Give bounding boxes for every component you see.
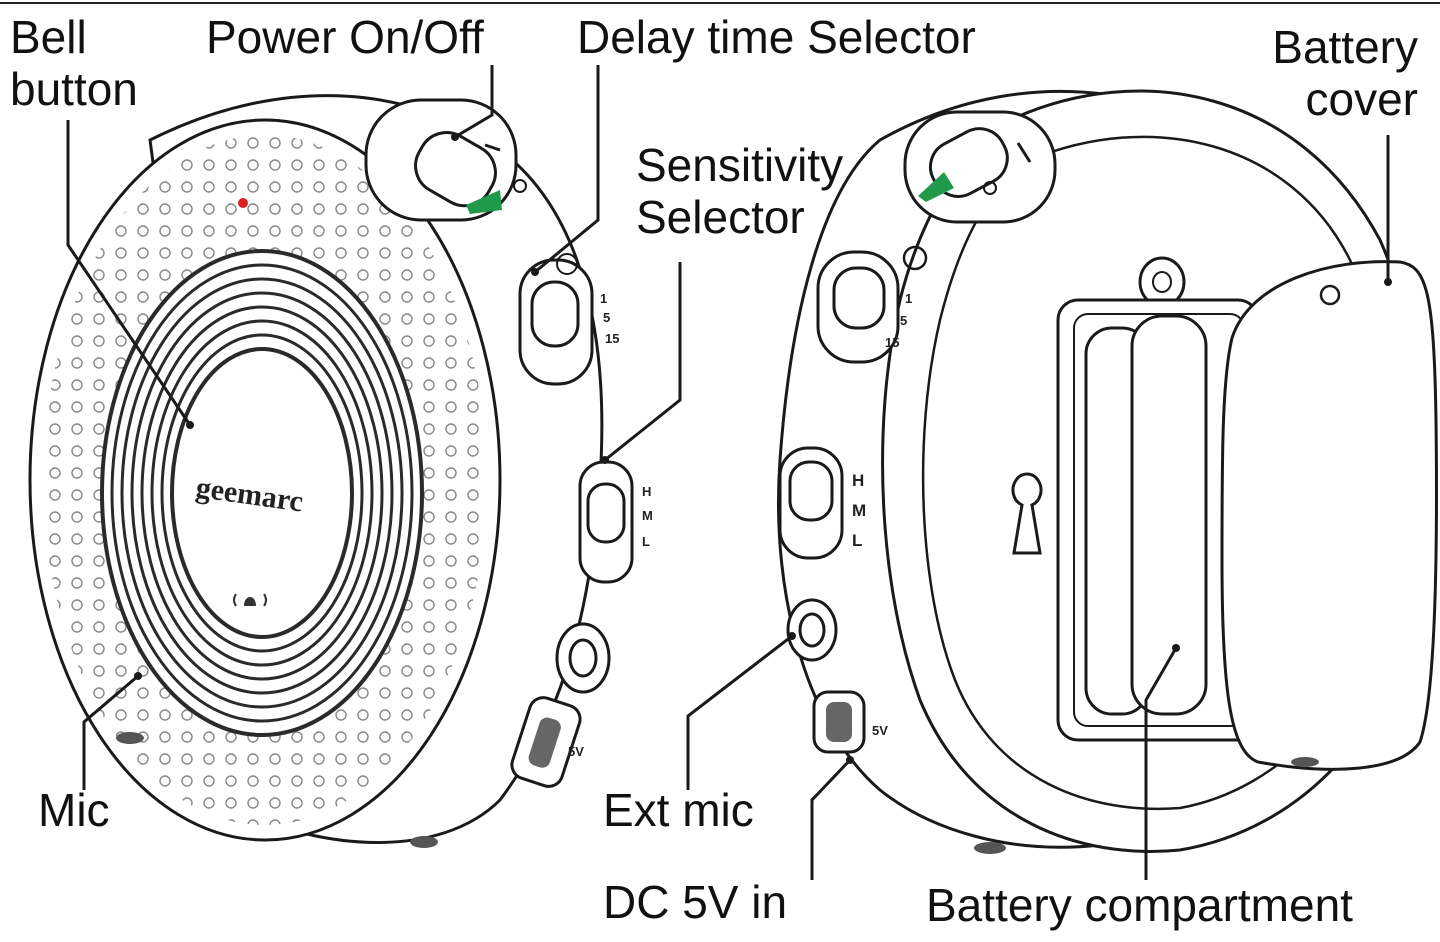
left-ext-mic-jack: [555, 622, 611, 694]
right-sens-mark-h: H: [852, 471, 864, 490]
left-delay-mark-15: 15: [605, 331, 619, 346]
left-sens-mark-m: M: [642, 508, 653, 523]
right-delay-mark-15: 15: [885, 335, 899, 350]
leader-mic: [82, 674, 139, 790]
leader-delay: [534, 65, 600, 274]
right-delay-mark-1: 1: [905, 291, 912, 306]
label-mic: Mic: [38, 784, 110, 836]
label-dc-in: DC 5V in: [603, 876, 788, 928]
right-delay-mark-5: 5: [900, 313, 907, 328]
left-foot-front: [116, 732, 144, 744]
left-delay-switch: 1 5 15: [518, 253, 619, 386]
battery-compartment-cavity: [1056, 298, 1260, 742]
leader-dots: [134, 133, 1392, 764]
right-device: 1 5 15 H M L 5V: [776, 89, 1438, 854]
battery-cover-hole: [1319, 284, 1341, 306]
keyhole-mount-icon: [1011, 472, 1043, 555]
right-sens-mark-m: M: [852, 501, 866, 520]
leader-battery-compartment: [1144, 647, 1178, 880]
label-battery-cover: Battery cover: [1272, 21, 1418, 126]
label-delay: Delay time Selector: [577, 11, 976, 63]
leader-dc-in: [810, 758, 852, 880]
label-battery-cover-line-1: Battery: [1272, 21, 1418, 73]
label-ext-mic: Ext mic: [603, 784, 754, 836]
left-delay-mark-1: 1: [600, 291, 607, 306]
right-dc-port: 5V: [812, 690, 888, 754]
bell-icon: [233, 593, 267, 607]
label-battery-cover-line-2: cover: [1305, 72, 1418, 125]
right-delay-switch: 1 5 15: [816, 245, 928, 364]
label-battery-compartment: Battery compartment: [926, 879, 1353, 931]
label-sensitivity: Sensitivity Selector: [636, 139, 844, 244]
left-power-switch: [364, 98, 527, 222]
left-foot-back: [410, 836, 438, 848]
label-bell-button: Bell button: [10, 11, 138, 116]
left-sensitivity-switch: H M L: [578, 460, 653, 584]
label-bell-button-line-2: button: [10, 62, 138, 115]
left-dc-port: 5V: [510, 696, 584, 788]
label-power: Power On/Off: [206, 11, 484, 63]
right-sens-mark-l: L: [852, 531, 862, 550]
label-sensitivity-line-2: Selector: [636, 190, 805, 243]
bell-button-rings: [100, 249, 424, 737]
right-sensitivity-switch: H M L: [778, 446, 866, 560]
left-dc-mark: 5V: [568, 744, 584, 759]
leader-power: [454, 65, 494, 139]
right-back-inner-rim: [921, 135, 1390, 811]
status-led: [238, 198, 248, 208]
left-sens-mark-h: H: [642, 484, 651, 499]
left-delay-mark-5: 5: [603, 310, 610, 325]
battery-cover-panel: [1220, 260, 1438, 771]
right-foot-front: [1291, 757, 1319, 767]
label-bell-button-line-1: Bell: [10, 11, 87, 63]
right-foot-back: [974, 842, 1006, 854]
leader-lines: [66, 65, 1390, 880]
right-ext-mic-jack: [786, 598, 838, 662]
right-dc-mark: 5V: [872, 723, 888, 738]
leader-ext-mic: [686, 634, 793, 790]
left-device: geemarc 1 5 15: [28, 94, 653, 848]
left-sens-mark-l: L: [642, 534, 650, 549]
leader-sensitivity: [604, 262, 682, 462]
label-sensitivity-line-1: Sensitivity: [636, 139, 844, 191]
leader-bell-button: [66, 120, 192, 426]
right-power-switch: [903, 110, 1057, 224]
